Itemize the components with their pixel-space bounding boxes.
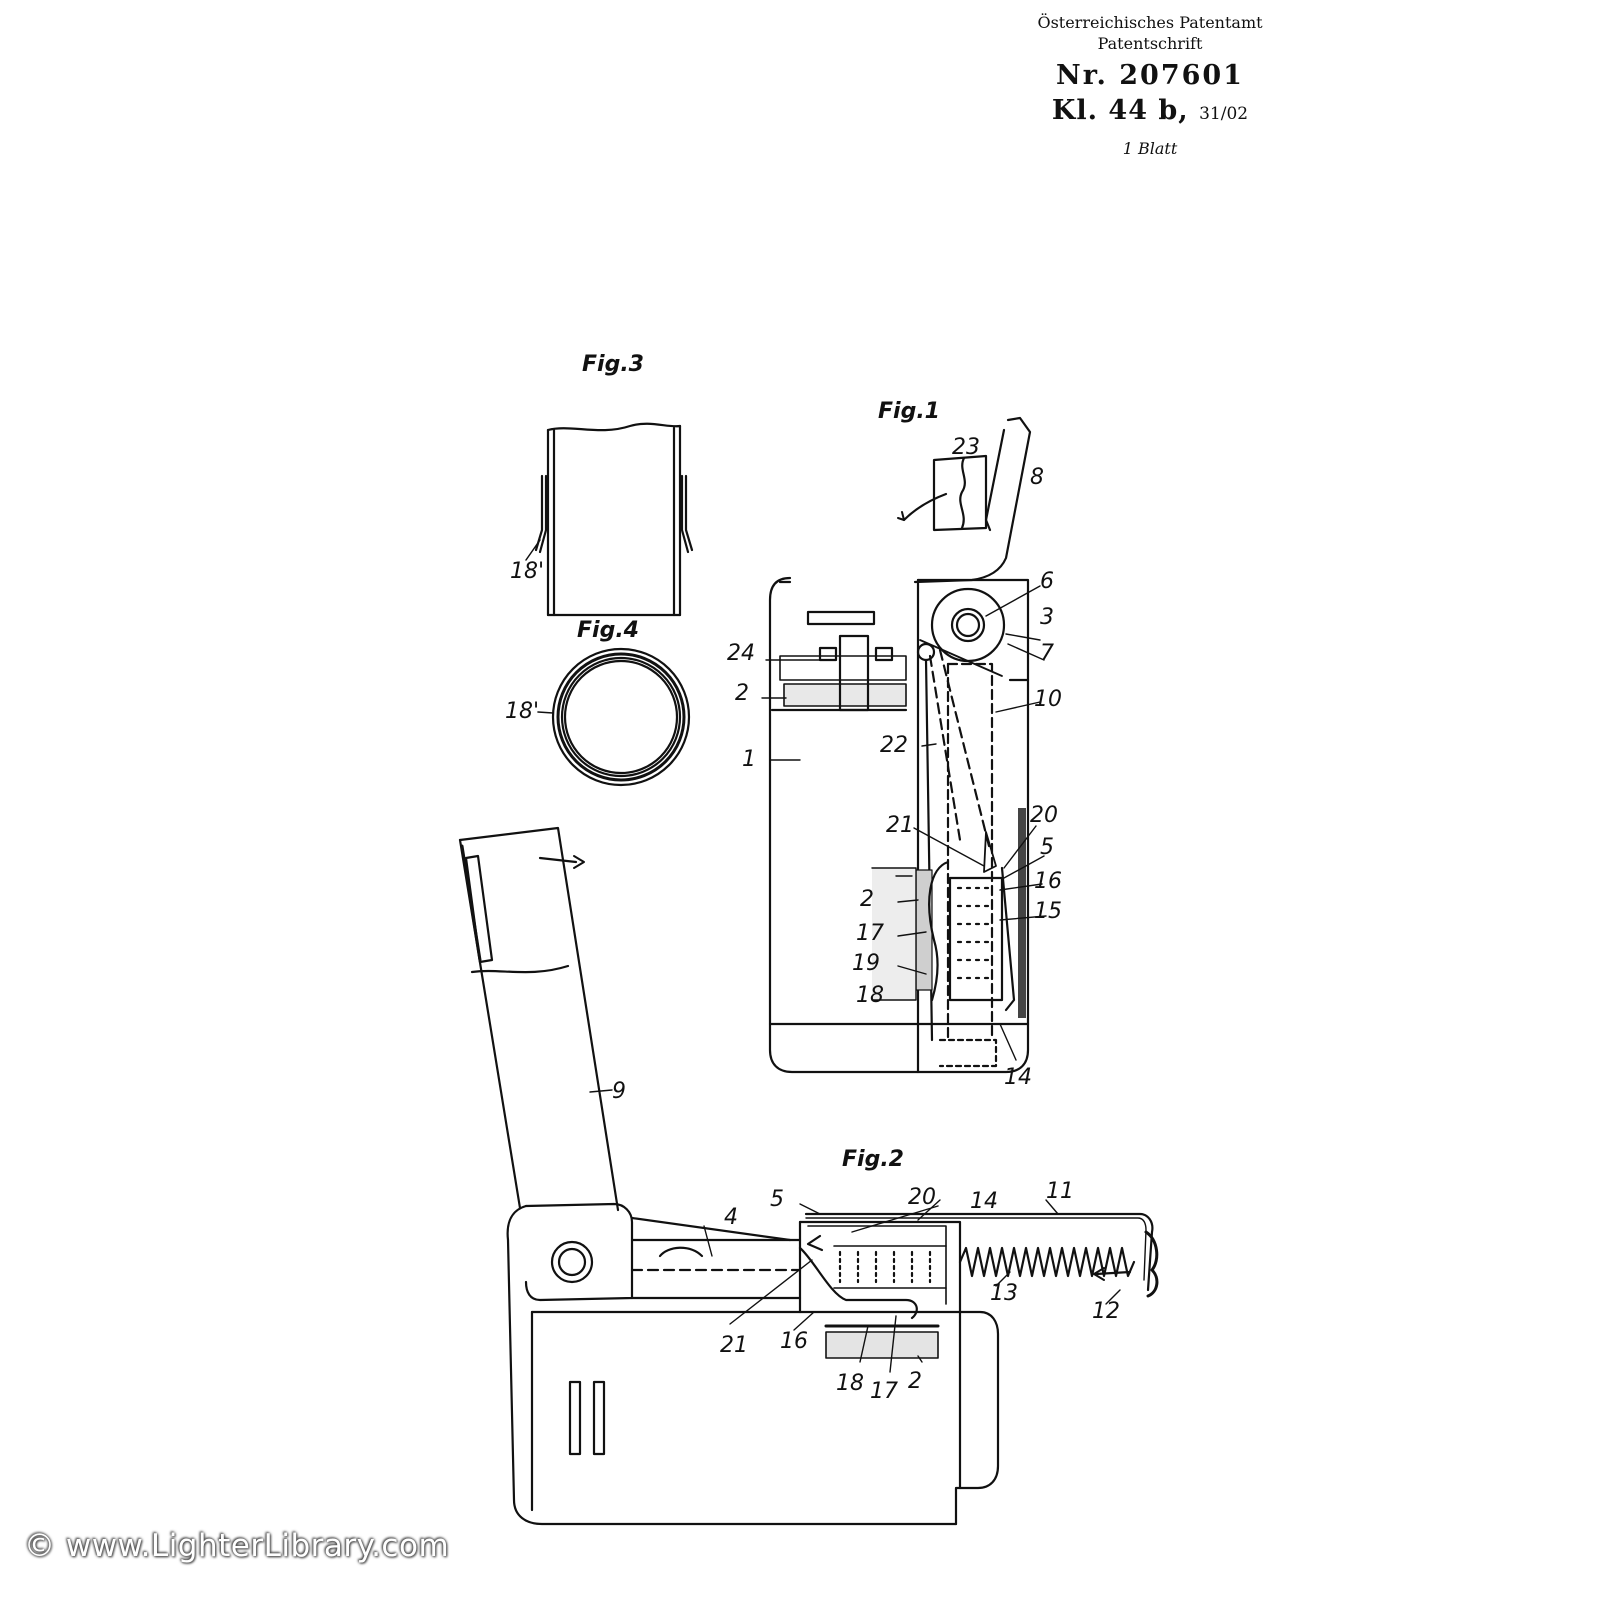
fig3-sleeve-left <box>534 474 548 554</box>
fig1-label-19: 19 <box>852 951 880 976</box>
fig2-label-21: 21 <box>720 1333 748 1358</box>
fig2-label-13: 13 <box>990 1281 1018 1306</box>
fig3-sleeve-right <box>680 474 694 554</box>
fig2-label-12: 12 <box>1092 1299 1120 1324</box>
fig2-arm <box>458 826 620 1212</box>
fig1-label-6: 6 <box>1040 569 1054 594</box>
document-type: Patentschrift <box>1097 34 1203 53</box>
fig1-drawing <box>761 416 1047 1074</box>
fig2-title: Fig.2 <box>842 1147 904 1172</box>
fig2-label-2: 2 <box>908 1369 922 1394</box>
fig4-title: Fig.4 <box>577 618 639 643</box>
fig2-label-11: 11 <box>1046 1179 1074 1204</box>
class-sub: 31/02 <box>1199 104 1249 124</box>
fig1-label-21: 21 <box>886 813 914 838</box>
fig1-label-8: 8 <box>1030 465 1044 490</box>
fig1-label-22: 22 <box>880 733 908 758</box>
fig1-label-1: 1 <box>742 747 756 772</box>
watermark: © www.LighterLibrary.com <box>24 1528 450 1564</box>
fig2-label-20: 20 <box>908 1185 936 1210</box>
fig1-lever <box>946 662 994 1042</box>
fig1-label-20: 20 <box>1030 803 1058 828</box>
fig1-label-16: 16 <box>1034 869 1062 894</box>
fig3-drawing <box>525 422 694 617</box>
patent-number: Nr. 207601 <box>1056 60 1244 91</box>
patent-office: Österreichisches Patentamt <box>1037 13 1263 32</box>
fig3-title: Fig.3 <box>582 352 644 377</box>
fig1-label-5: 5 <box>1040 835 1054 860</box>
patent-header: Österreichisches Patentamt Patentschrift… <box>1000 12 1300 161</box>
fig2-body <box>530 1310 1000 1526</box>
fig1-spring <box>948 876 1004 1002</box>
fig1-label-24: 24 <box>727 641 755 666</box>
fig4-drawing <box>537 647 691 787</box>
fig1-label-3: 3 <box>1040 605 1054 630</box>
fig2-label-9: 9 <box>612 1079 626 1104</box>
fig2-spring <box>958 1246 1136 1278</box>
fig2-label-5: 5 <box>770 1187 784 1212</box>
fig1-label-23: 23 <box>952 435 980 460</box>
fig1-title: Fig.1 <box>878 399 940 424</box>
class-main: Kl. 44 b, <box>1051 95 1189 126</box>
fig2-label-4: 4 <box>724 1205 738 1230</box>
fig1-label-14: 14 <box>1004 1065 1032 1090</box>
fig1-label-18: 18 <box>856 983 884 1008</box>
fig2-label-14: 14 <box>970 1189 998 1214</box>
fig1-body <box>768 576 920 1074</box>
fig2-label-17: 17 <box>870 1379 898 1404</box>
fig3-label-18p: 18' <box>510 559 544 584</box>
fig1-label-7: 7 <box>1040 641 1054 666</box>
fig1-label-2b: 2 <box>860 887 874 912</box>
fig2-label-18: 18 <box>836 1371 864 1396</box>
fig1-label-15: 15 <box>1034 899 1062 924</box>
fig2-label-16: 16 <box>780 1329 808 1354</box>
fig1-label-17: 17 <box>856 921 884 946</box>
fig3-tube-top-break <box>546 422 682 432</box>
patent-class: Kl. 44 b, 31/02 <box>1000 94 1300 131</box>
sheet-count: 1 Blatt <box>1122 139 1178 158</box>
fig1-label-10: 10 <box>1034 687 1062 712</box>
fig4-label-18p: 18' <box>505 699 539 724</box>
fig1-label-2: 2 <box>735 681 749 706</box>
fig1-cap <box>932 454 988 532</box>
fig2-drawing <box>458 826 1159 1526</box>
